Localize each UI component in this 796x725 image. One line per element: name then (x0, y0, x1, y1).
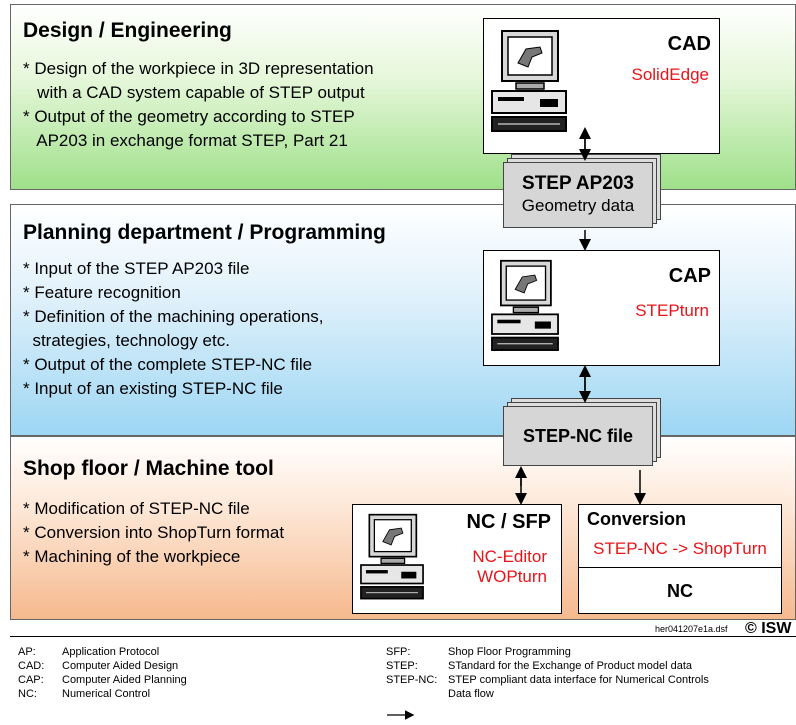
nc-sfp-box: NC / SFP NC-Editor WOPturn (352, 504, 562, 614)
legend-right: SFP:Shop Floor Programming STEP:STandard… (386, 645, 709, 701)
bullet-item: * Input of the STEP AP203 file (23, 259, 250, 278)
bullet-item: * Modification of STEP-NC file (23, 499, 250, 518)
step-nc-document: STEP-NC file (503, 398, 665, 470)
bullet-item: * Conversion into ShopTurn format (23, 523, 285, 542)
nc-editor-application: NC-Editor (472, 547, 547, 566)
shop-bullet-list: * Modification of STEP-NC file * Convers… (23, 497, 284, 569)
nc-label: NC (667, 581, 693, 601)
legend-entry: NC:Numerical Control (18, 688, 151, 700)
step-ap203-document: STEP AP203 Geometry data (503, 154, 665, 232)
legend-entry: STEP:STandard for the Exchange of Produc… (386, 660, 692, 672)
geometry-data-label: Geometry data (521, 196, 635, 215)
legend-divider (10, 636, 796, 637)
bullet-item: * Output of the complete STEP-NC file (23, 355, 313, 374)
bullet-item: strategies, technology etc. (23, 331, 230, 350)
legend-entry: Data flow (448, 688, 494, 700)
conversion-title: Conversion (587, 509, 687, 529)
planning-bullet-list: * Input of the STEP AP203 file * Feature… (23, 257, 324, 401)
bullet-item: * Input of an existing STEP-NC file (23, 379, 283, 398)
bullet-item: with a CAD system capable of STEP output (23, 83, 365, 102)
computer-icon (491, 259, 559, 351)
shop-section-title: Shop floor / Machine tool (23, 457, 274, 480)
cap-box: CAP STEPturn (483, 250, 720, 366)
bullet-item: * Feature recognition (23, 283, 181, 302)
design-section-title: Design / Engineering (23, 19, 232, 42)
cap-application: STEPturn (635, 301, 709, 320)
bullet-item: * Design of the workpiece in 3D represen… (23, 59, 374, 78)
cad-application: SolidEdge (631, 65, 709, 84)
nc-sfp-title: NC / SFP (466, 511, 551, 533)
design-bullet-list: * Design of the workpiece in 3D represen… (23, 57, 374, 153)
planning-section-title: Planning department / Programming (23, 221, 386, 244)
conversion-application: STEP-NC -> ShopTurn (593, 539, 767, 558)
legend-left: AP:Application Protocol CAD:Computer Aid… (18, 645, 187, 701)
bullet-item: * Definition of the machining operations… (23, 307, 324, 326)
isw-copyright: © ISW (745, 620, 792, 637)
bullet-item: AP203 in exchange format STEP, Part 21 (23, 131, 348, 150)
cap-title: CAP (668, 265, 711, 287)
legend-entry: CAD:Computer Aided Design (18, 660, 179, 672)
legend-entry: CAP:Computer Aided Planning (18, 674, 187, 686)
legend-entry: STEP-NC:STEP compliant data interface fo… (386, 674, 709, 686)
bullet-item: * Output of the geometry according to ST… (23, 107, 355, 126)
bullet-item: * Machining of the workpiece (23, 547, 241, 566)
cad-box: CAD SolidEdge (483, 18, 720, 154)
step-nc-file-label: STEP-NC file (522, 426, 633, 446)
computer-icon (360, 513, 424, 600)
cad-title: CAD (667, 33, 711, 55)
legend-entry: SFP:Shop Floor Programming (386, 646, 571, 658)
step-ap203-label: STEP AP203 (522, 173, 634, 194)
wopturn-application: WOPturn (477, 567, 547, 586)
computer-icon (491, 30, 567, 132)
conversion-box: Conversion STEP-NC -> ShopTurn NC (578, 504, 782, 614)
legend-entry: AP:Application Protocol (18, 646, 160, 658)
file-code: her041207e1a.dsf (655, 624, 728, 634)
